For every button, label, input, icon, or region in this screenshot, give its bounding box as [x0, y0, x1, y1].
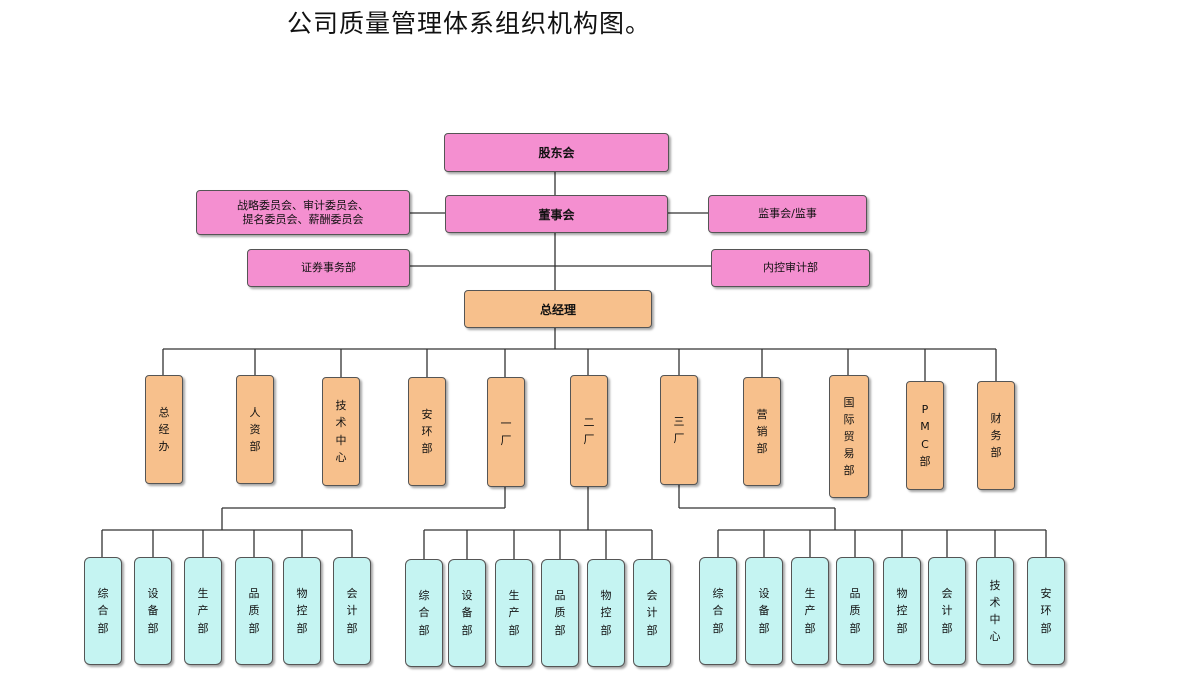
dept-marketing: 营销部: [743, 377, 781, 486]
f1-material-control: 物控部: [283, 557, 321, 665]
f2-production: 生产部: [495, 559, 533, 667]
general-manager-node: 总经理: [464, 290, 652, 328]
f3-production: 生产部: [791, 557, 829, 665]
dept-factory-3: 三厂: [660, 375, 698, 485]
supervisors-node: 监事会/监事: [708, 195, 867, 233]
dept-factory-2: 二厂: [570, 375, 608, 487]
f3-quality: 品质部: [836, 557, 874, 665]
f2-quality: 品质部: [541, 559, 579, 667]
dept-hr: 人资部: [236, 375, 274, 484]
f2-equipment: 设备部: [448, 559, 486, 667]
f2-material-control: 物控部: [587, 559, 625, 667]
f3-general-affairs: 综合部: [699, 557, 737, 665]
dept-factory-1: 一厂: [487, 377, 525, 487]
f3-material-control: 物控部: [883, 557, 921, 665]
f3-accounting: 会计部: [928, 557, 966, 665]
diagram-title: 公司质量管理体系组织机构图。: [287, 9, 652, 38]
f1-equipment: 设备部: [134, 557, 172, 665]
f2-accounting: 会计部: [633, 559, 671, 667]
internal-audit-node: 内控审计部: [711, 249, 870, 287]
f1-quality: 品质部: [235, 557, 273, 665]
dept-intl-trade: 国际贸易部: [829, 375, 869, 498]
f2-general-affairs: 综合部: [405, 559, 443, 667]
dept-finance: 财务部: [977, 381, 1015, 490]
committees-node: 战略委员会、审计委员会、 提名委员会、薪酬委员会: [196, 190, 410, 235]
f3-tech-center: 技术中心: [976, 557, 1014, 665]
f1-accounting: 会计部: [333, 557, 371, 665]
f1-production: 生产部: [184, 557, 222, 665]
dept-tech-center: 技术中心: [322, 377, 360, 486]
securities-node: 证券事务部: [247, 249, 410, 287]
dept-safety-env: 安环部: [408, 377, 446, 486]
dept-general-office: 总经办: [145, 375, 183, 484]
f3-equipment: 设备部: [745, 557, 783, 665]
f1-general-affairs: 综合部: [84, 557, 122, 665]
shareholders-node: 股东会: [444, 133, 669, 172]
board-node: 董事会: [445, 195, 668, 233]
f3-safety-env: 安环部: [1027, 557, 1065, 665]
